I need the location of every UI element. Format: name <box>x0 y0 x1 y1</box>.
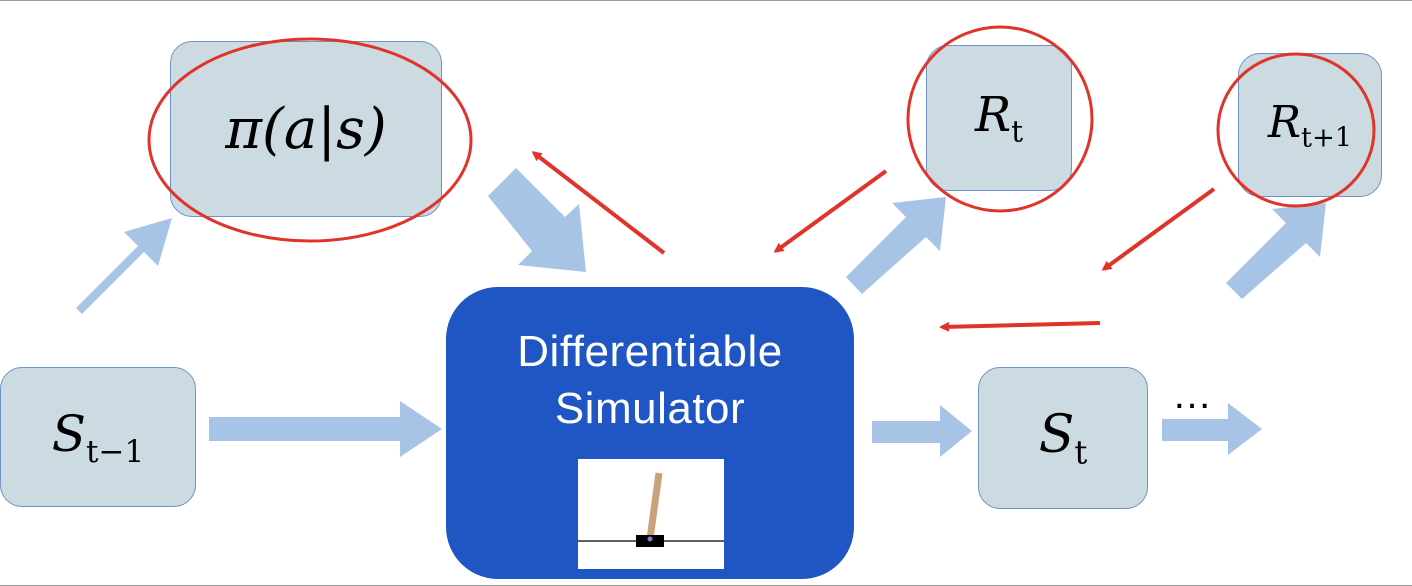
gradient-arrows <box>531 151 1216 332</box>
reward-t1-node: Rt+1 <box>1238 53 1382 197</box>
simulator-title-line2: Simulator <box>554 384 746 433</box>
reward-t1-label: Rt+1 <box>1268 97 1352 154</box>
ellipsis: … <box>1172 373 1212 417</box>
flow-arrow-state-to-reward-next <box>1226 203 1326 299</box>
pivot <box>647 536 653 542</box>
policy-node: π(a|s) <box>170 41 442 217</box>
state-prev-base: S <box>51 404 87 463</box>
policy-highlight-ellipse <box>147 37 473 243</box>
state-prev-label: St−1 <box>52 405 144 470</box>
cartpole-icon <box>578 472 724 547</box>
pole <box>646 472 663 540</box>
differentiable-simulator-box: Differentiable Simulator <box>446 287 854 579</box>
reward-t-sub: t <box>1011 114 1024 150</box>
state-prev-sub: t−1 <box>86 433 145 470</box>
flow-arrow-state-to-next <box>1162 403 1262 455</box>
reward-t-label: Rt <box>975 87 1023 149</box>
policy-label: π(a|s) <box>225 96 387 162</box>
flow-arrow-sim-to-reward <box>846 197 946 294</box>
cartpole-preview <box>578 459 724 569</box>
state-t-node: St <box>978 367 1148 509</box>
flow-arrows <box>76 168 1326 457</box>
simulator-title-line1: Differentiable <box>517 327 783 376</box>
state-prev-node: St−1 <box>0 367 196 507</box>
reward-t-node: Rt <box>926 45 1072 191</box>
gradient-arrow-reward-to-sim <box>773 169 888 253</box>
gradient-arrow-state-to-sim <box>939 321 1101 332</box>
state-t-base: S <box>1038 404 1075 465</box>
reward-t1-highlight-ellipse <box>1216 52 1376 208</box>
gradient-arrow-sim-to-policy <box>531 151 666 255</box>
state-t-label: St <box>1039 405 1088 471</box>
flow-arrow-sim-to-state <box>872 405 972 457</box>
flow-arrow-state-to-policy <box>76 218 172 324</box>
flow-arrow-policy-to-sim <box>488 168 586 272</box>
reward-t1-base: R <box>1267 96 1301 148</box>
reward-t-highlight-circle <box>906 25 1094 213</box>
flow-arrow-state-to-sim <box>209 401 442 457</box>
reward-t-base: R <box>974 86 1012 143</box>
reward-t1-sub: t+1 <box>1300 122 1353 154</box>
state-t-sub: t <box>1074 433 1088 472</box>
gradient-arrow-reward-next-to-state <box>1101 187 1216 271</box>
